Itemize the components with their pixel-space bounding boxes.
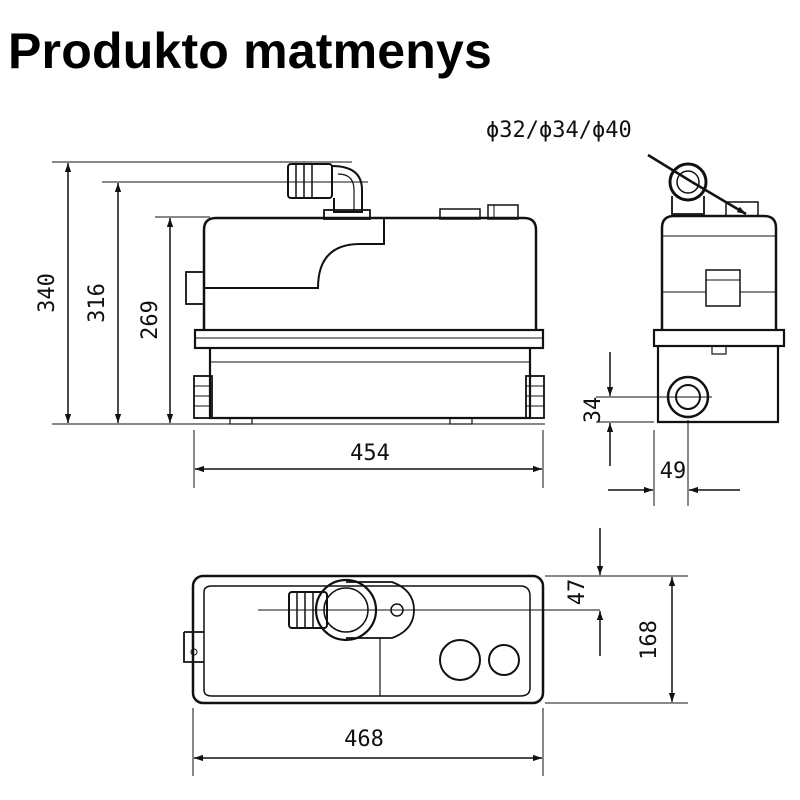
dim-label-49: 49	[660, 459, 687, 484]
dim-label-340: 340	[35, 273, 60, 313]
page-title: Produkto matmenys	[8, 23, 493, 79]
dim-label-168: 168	[637, 620, 662, 660]
front-view	[52, 161, 545, 488]
side-view	[596, 153, 786, 506]
dim-label-454: 454	[350, 441, 390, 466]
diameter-label: ϕ32/ϕ34/ϕ40	[486, 118, 632, 143]
dim-label-34: 34	[581, 397, 606, 424]
dim-label-468: 468	[344, 727, 384, 752]
dim-label-47: 47	[565, 579, 590, 606]
top-view	[183, 528, 688, 776]
dim-label-316: 316	[85, 283, 110, 323]
dim-label-269: 269	[138, 300, 163, 340]
